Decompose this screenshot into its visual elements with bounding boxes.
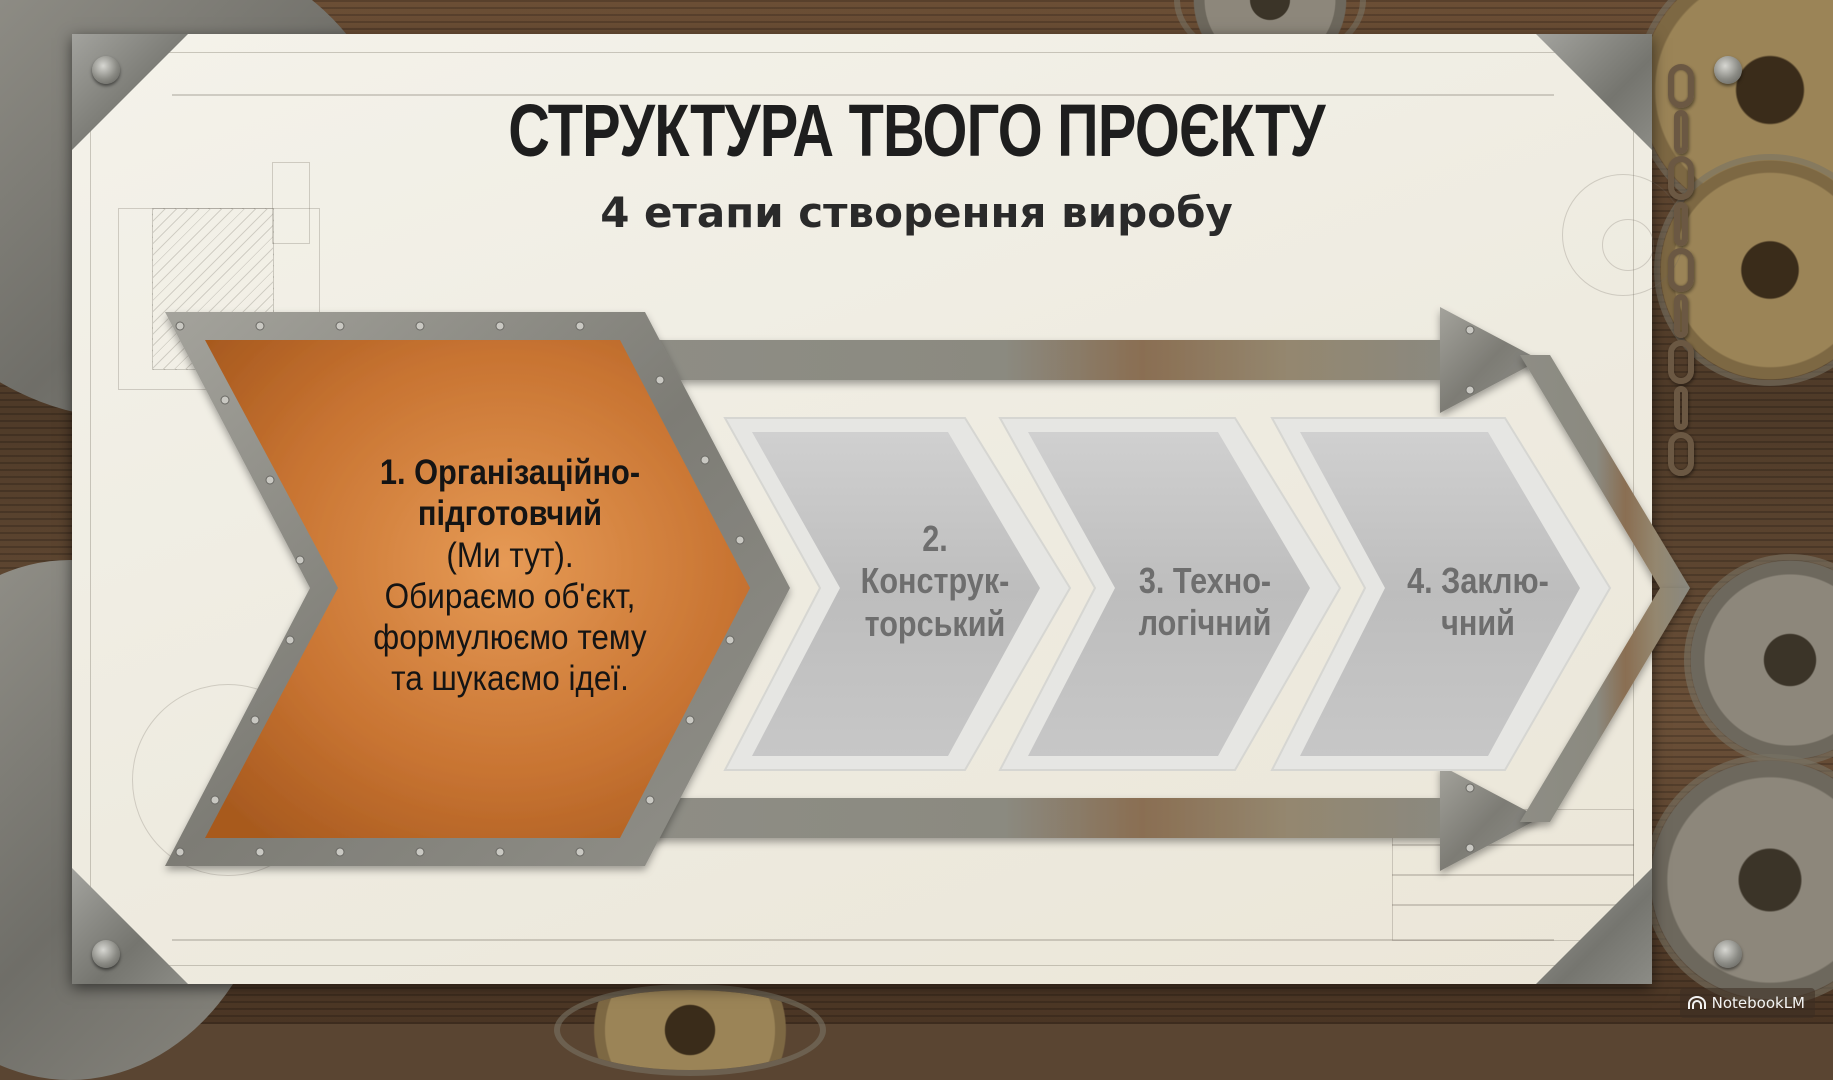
stage-1-title-line2: підготовчий (417, 494, 603, 534)
title-block-line (1392, 844, 1634, 846)
watermark-label: NotebookLM (1711, 994, 1805, 1012)
stage-4-text: 4. Заклю- чний (1393, 560, 1563, 645)
bolt-icon (92, 940, 120, 968)
chain-link (1674, 110, 1688, 154)
blueprint-line (172, 94, 1554, 96)
stage-3-chevron (998, 417, 1342, 771)
chain-link (1668, 64, 1694, 108)
chain-link (1674, 294, 1688, 338)
slide-subtitle: 4 етапи створення виробу (600, 188, 1233, 237)
stage-4-line: 4. Заклю- (1407, 560, 1549, 601)
bolt-icon (1714, 56, 1742, 84)
bolt-icon (1714, 940, 1742, 968)
stage-1-body-line: та шукаємо ідеї. (391, 659, 629, 699)
stage-2-text: 2. Конструк- торський (846, 518, 1025, 645)
right-connector (1520, 588, 1690, 822)
chain-link (1668, 156, 1694, 200)
stage-3-text: 3. Техно- логічний (1116, 560, 1295, 645)
stage-2-line: торський (864, 602, 1006, 644)
stage-1-body-line: Обираємо об'єкт, (384, 576, 636, 616)
stage-4-line: чний (1441, 602, 1515, 644)
stage-4-chevron (1270, 417, 1612, 771)
notebooklm-watermark: NotebookLM (1679, 988, 1815, 1018)
chain-link (1674, 202, 1688, 246)
chain-link (1668, 340, 1694, 384)
gear-decoration (1650, 760, 1833, 1000)
stage-3-line: 3. Техно- (1138, 560, 1272, 601)
stage-2-line: 2. (922, 518, 948, 559)
stage-2-line: Конструк- (860, 560, 1010, 602)
rivet-icons (175, 321, 1475, 857)
right-connector (1520, 355, 1690, 588)
stage-1-title-line1: 1. Організаційно- (379, 453, 641, 492)
bolt-icon (92, 56, 120, 84)
stage-1-body-line: (Ми тут). (446, 535, 574, 575)
chain-link (1674, 386, 1688, 430)
title-block-line (1392, 874, 1634, 876)
chain-link (1668, 248, 1694, 292)
stage-3-line: логічний (1138, 602, 1272, 644)
blueprint-line (272, 162, 310, 244)
process-diagram (165, 307, 1690, 871)
slide-title: СТРУКТУРА ТВОГО ПРОЄКТУ (508, 89, 1325, 172)
stage-2-chevron (723, 417, 1072, 771)
stage-1-chevron (165, 312, 790, 866)
bottom-arrow-rail (640, 765, 1540, 871)
stage-1-body-line: формулюємо тему (373, 618, 647, 658)
top-arrow-rail (640, 307, 1540, 413)
stage-1-text: 1. Організаційно- підготовчий (Ми тут). … (330, 452, 690, 700)
blueprint-line (172, 939, 1554, 941)
notebooklm-logo-icon (1687, 996, 1706, 1009)
blueprint-circle (1602, 219, 1654, 271)
chain-link (1668, 432, 1694, 476)
